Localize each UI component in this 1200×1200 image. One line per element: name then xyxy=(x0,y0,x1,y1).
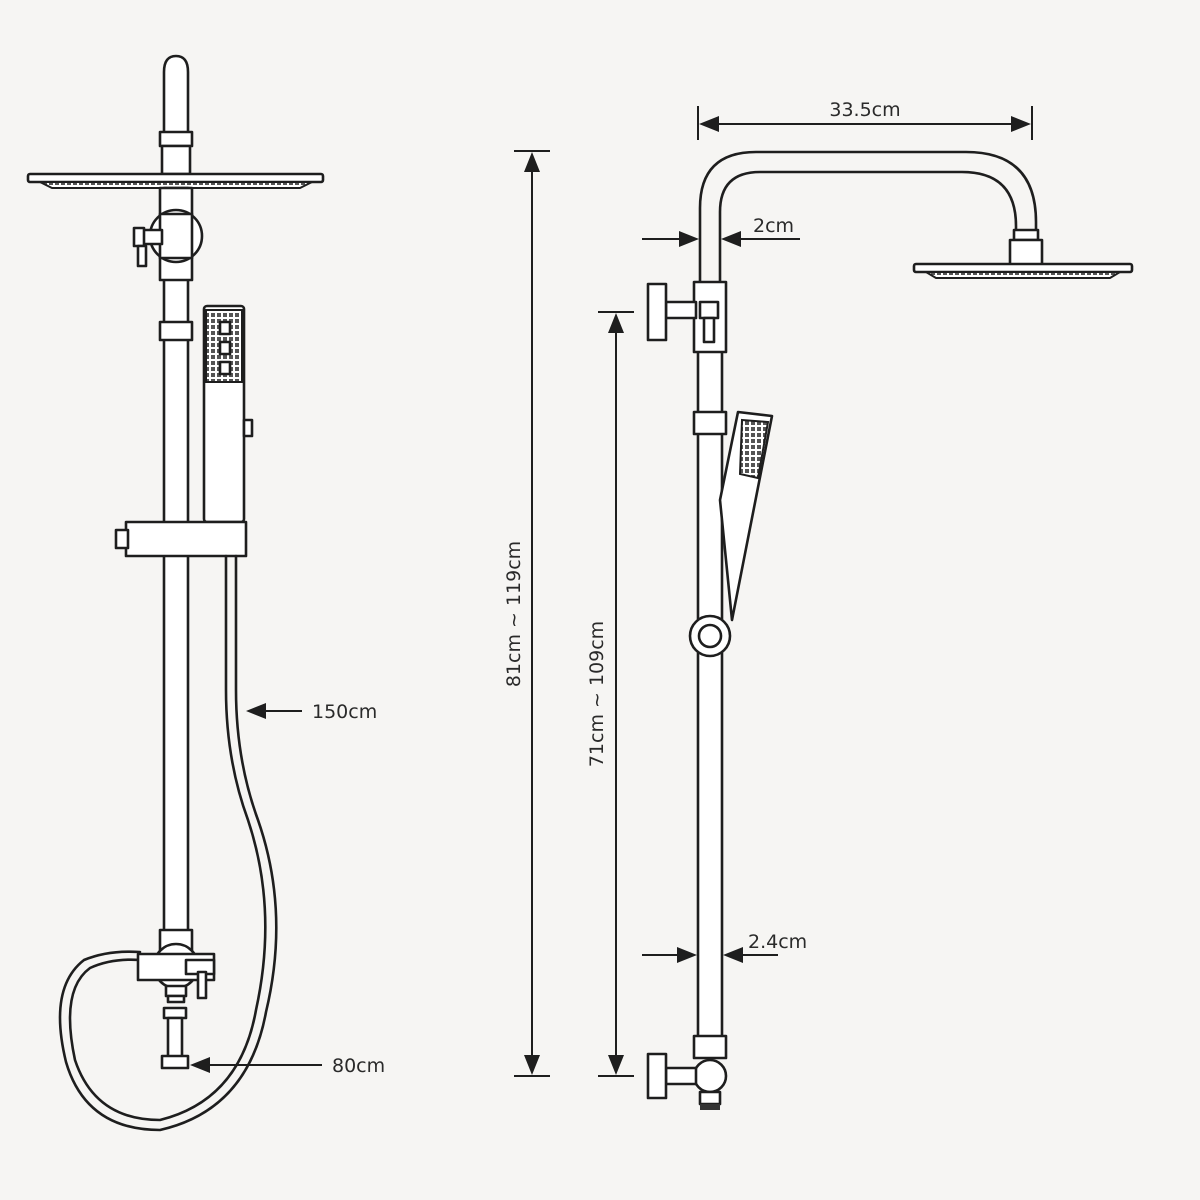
front-slider-holder xyxy=(114,520,248,558)
upper-diameter-dimension: 2cm xyxy=(642,215,800,247)
front-top-arm xyxy=(162,54,190,138)
front-mixer-valve xyxy=(136,928,216,1004)
front-rain-shower-head xyxy=(26,172,325,189)
side-head-swivel xyxy=(1012,228,1040,242)
front-view: 150cm 80cm xyxy=(26,54,385,1132)
adjustable-height-label: 71cm ~ 109cm xyxy=(586,621,608,767)
front-head-connector xyxy=(160,144,192,176)
front-lower-inlet-pipe xyxy=(160,1006,190,1070)
lower-pipe-callout: 80cm xyxy=(190,1055,385,1077)
front-pipe-joint xyxy=(158,320,194,342)
upper-diameter-label: 2cm xyxy=(753,215,794,237)
side-rain-shower-head xyxy=(912,262,1134,279)
side-mixer-valve xyxy=(646,1034,728,1110)
front-main-pipe xyxy=(162,186,190,950)
height-dimensions: 81cm ~ 119cm 71cm ~ 109cm xyxy=(503,150,634,1077)
front-hose xyxy=(68,554,267,1122)
front-arm-collar xyxy=(158,130,194,148)
side-hand-shower xyxy=(688,410,774,658)
lower-pipe-length-label: 80cm xyxy=(332,1055,385,1077)
arm-reach-label: 33.5cm xyxy=(829,99,900,121)
side-diverter-valve xyxy=(646,280,728,354)
side-main-pipe xyxy=(696,288,724,1042)
hose-length-callout: 150cm xyxy=(246,701,377,723)
side-overhead-arm xyxy=(698,150,1038,292)
lower-diameter-dimension: 2.4cm xyxy=(642,931,807,963)
lower-diameter-label: 2.4cm xyxy=(748,931,807,953)
front-diverter-valve xyxy=(132,208,204,268)
front-hand-shower xyxy=(202,304,254,524)
side-pipe-joint xyxy=(692,410,728,436)
side-view: 33.5cm 2cm xyxy=(642,99,1134,1110)
total-height-label: 81cm ~ 119cm xyxy=(503,541,525,687)
side-head-connector xyxy=(1008,238,1044,268)
hose-length-label: 150cm xyxy=(312,701,377,723)
arm-reach-dimension: 33.5cm xyxy=(697,99,1033,140)
